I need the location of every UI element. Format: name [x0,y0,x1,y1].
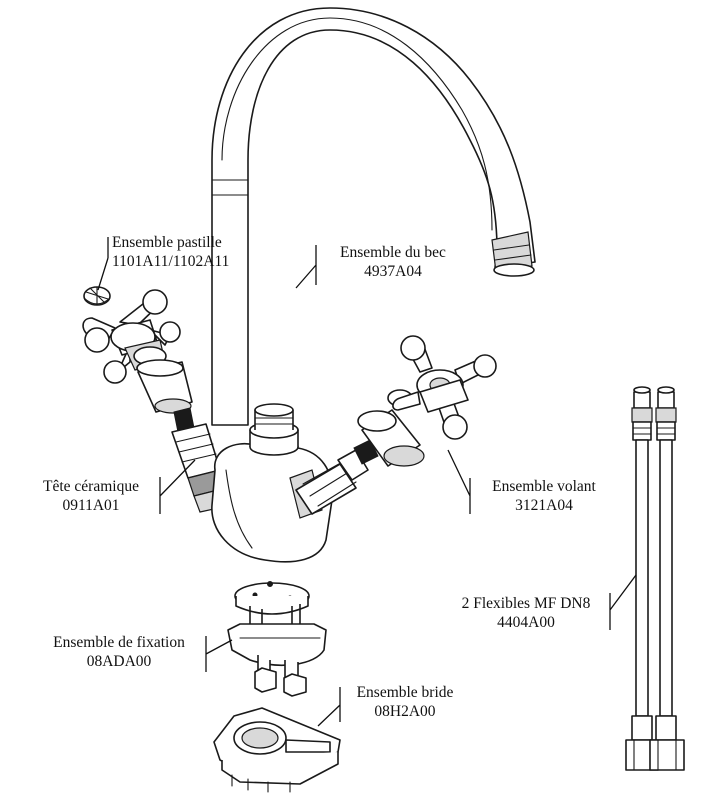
left-cross-handle [82,289,193,414]
label-flexibles-name: 2 Flexibles MF DN8 [461,595,591,612]
label-tete-name: Tête céramique [43,478,139,495]
spout-assembly [211,7,536,426]
label-flexibles: 2 Flexibles MF DN8 4404A00 [446,594,606,632]
label-volant-ref: 3121A04 [515,497,573,514]
cap-assembly [83,286,111,306]
leader-lines [97,237,637,727]
label-pastille: Ensemble pastille 1101A11/1102A11 [112,233,229,271]
label-bec-name: Ensemble du bec [340,244,446,261]
label-fixation: Ensemble de fixation 08ADA00 [34,633,204,671]
flexible-hoses [625,386,685,771]
fixing-assembly [227,581,327,697]
label-bride: Ensemble bride 08H2A00 [340,683,470,721]
label-fixation-name: Ensemble de fixation [53,634,185,651]
right-ceramic-cartridge [295,439,379,515]
label-bec: Ensemble du bec 4937A04 [318,243,468,281]
label-pastille-name: Ensemble pastille [112,234,222,251]
label-pastille-ref: 1101A11/1102A11 [112,253,230,270]
label-bride-name: Ensemble bride [356,684,454,701]
flange-assembly [213,707,341,793]
label-tete: Tête céramique 0911A01 [26,477,156,515]
label-flexibles-ref: 4404A00 [497,614,555,631]
label-bride-ref: 08H2A00 [374,703,436,720]
label-volant: Ensemble volant 3121A04 [474,477,614,515]
label-fixation-ref: 08ADA00 [86,653,152,670]
right-cross-handle [357,335,497,467]
label-bec-ref: 4937A04 [364,263,422,280]
mixer-body [211,403,334,563]
label-volant-name: Ensemble volant [492,478,596,495]
label-tete-ref: 0911A01 [62,497,120,514]
